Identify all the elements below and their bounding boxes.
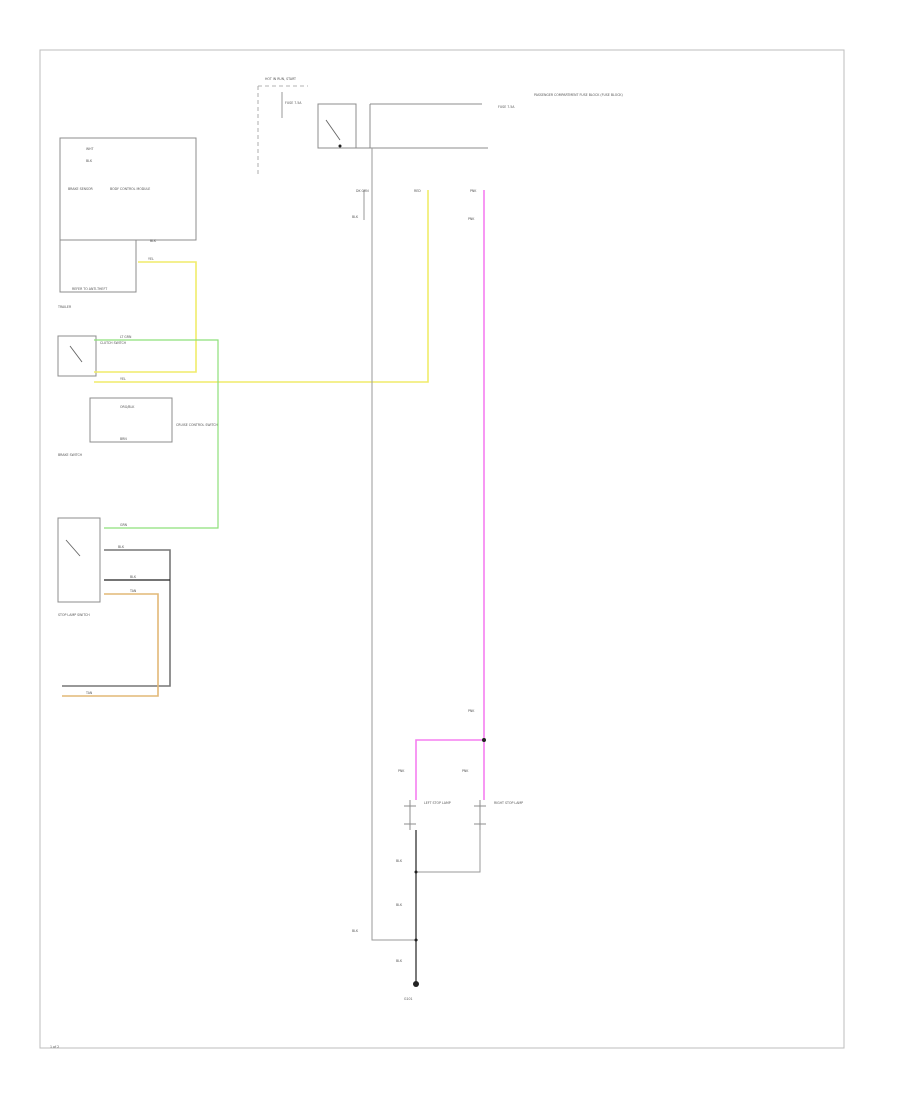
right-lamp-body — [474, 800, 486, 830]
left-module-label-a: BODY CONTROL MODULE — [110, 187, 150, 191]
ground-point — [413, 981, 419, 987]
wire-black-code-b: BLK — [130, 575, 137, 579]
stop-lamp-switch-box — [57, 517, 101, 603]
wire-pink-branch — [415, 739, 484, 800]
left-note: REFER TO ANTI-THEFT — [72, 287, 107, 291]
wire-green-code-b: GRN — [120, 523, 128, 527]
fuse-block-label: HOT IN RUN, START — [265, 77, 296, 81]
wire-yellow-code: YEL — [148, 257, 154, 261]
left-lamp-body — [404, 800, 416, 830]
wire-black-code: BLK — [118, 545, 125, 549]
clutch-switch-sub: BRAKE SWITCH — [58, 453, 83, 457]
wire-tan-code-b: TAN — [85, 691, 93, 695]
wire-tan-code: TAN — [129, 589, 137, 593]
left-lamp-code: PNK — [398, 769, 405, 773]
ground-splice-b — [414, 938, 418, 942]
left-stop-lamp: LEFT STOP LAMP PNK — [398, 769, 451, 830]
page-number: 1 of 2 — [50, 1045, 59, 1049]
ground-wire-right — [416, 830, 481, 873]
left-module-label-b: TRAILER — [57, 305, 72, 309]
wire-gray-code-b: BLK — [352, 929, 359, 933]
cruise-switch: ORG/BLK BRN CRUISE CONTROL SWITCH BRAKE … — [58, 397, 218, 457]
clutch-switch-label: CLUTCH SWITCH — [100, 341, 127, 345]
wire-yellow-code-b: YEL — [120, 377, 126, 381]
left-module-code-c: BLK — [150, 239, 157, 243]
left-module-code-b: BLK — [86, 159, 93, 163]
wire-gray-trunk — [371, 148, 418, 941]
ground-code-a: BLK — [396, 859, 403, 863]
ground-code-b: BLK — [396, 903, 403, 907]
cruise-switch-box — [89, 397, 173, 443]
wire-darkgray — [62, 549, 171, 687]
left-submodule-box — [59, 239, 137, 293]
fuse-module: PASSENGER COMPARTMENT FUSE BLOCK (FUSE B… — [338, 93, 623, 149]
right-stop-lamp: RIGHT STOP LAMP PNK — [462, 769, 523, 830]
wire-green-code: LT GRN — [120, 335, 132, 339]
conn-label-c: PNK — [470, 189, 477, 193]
conn-label-a: DK GRN — [356, 189, 369, 193]
cruise-code-a: ORG/BLK — [120, 405, 135, 409]
stop-lamp-switch: STOP LAMP SWITCH — [57, 517, 101, 617]
fuse-module-label: PASSENGER COMPARTMENT FUSE BLOCK (FUSE B… — [534, 93, 623, 97]
left-lamp-label: LEFT STOP LAMP — [424, 801, 451, 805]
conn-label-b: RED — [414, 189, 421, 193]
top-switch-box — [317, 103, 357, 149]
right-lamp-label: RIGHT STOP LAMP — [494, 801, 523, 805]
wire-green — [94, 339, 219, 529]
cruise-code-b: BRN — [120, 437, 127, 441]
diagram-frame — [39, 49, 845, 1049]
fuse-block: HOT IN RUN, START FUSE 7.5A — [257, 77, 308, 175]
wire-yellow-a — [94, 261, 197, 373]
ground-splice-a — [414, 870, 418, 874]
left-module-code: WHT — [86, 147, 94, 151]
fuse-note: FUSE 7.5A — [498, 105, 515, 109]
cruise-switch-label: CRUISE CONTROL SWITCH — [176, 423, 218, 427]
clutch-switch: CLUTCH SWITCH — [57, 335, 127, 377]
left-sensor-label: BRAKE SENSOR — [68, 187, 94, 191]
clutch-switch-box — [57, 335, 97, 377]
wire-pink-code: PNK — [468, 217, 475, 221]
right-lamp-code: PNK — [462, 769, 469, 773]
wire-tan — [62, 593, 159, 697]
top-switch — [317, 103, 357, 149]
left-module: BRAKE SENSOR BODY CONTROL MODULE WHT BLK… — [59, 137, 197, 243]
ground-label: G101 — [404, 997, 413, 1001]
stop-lamp-switch-label: STOP LAMP SWITCH — [58, 613, 90, 617]
wire-gray-code: BLK — [352, 215, 359, 219]
fuse-label: FUSE 7.5A — [285, 101, 302, 105]
wire-pink-code-b: PNK — [468, 709, 475, 713]
left-submodule: REFER TO ANTI-THEFT TRAILER — [57, 239, 137, 309]
pink-splice — [482, 738, 486, 742]
ground-code-c: BLK — [396, 959, 403, 963]
wire-yellow-b — [94, 190, 429, 383]
top-switch-contact — [325, 119, 341, 141]
